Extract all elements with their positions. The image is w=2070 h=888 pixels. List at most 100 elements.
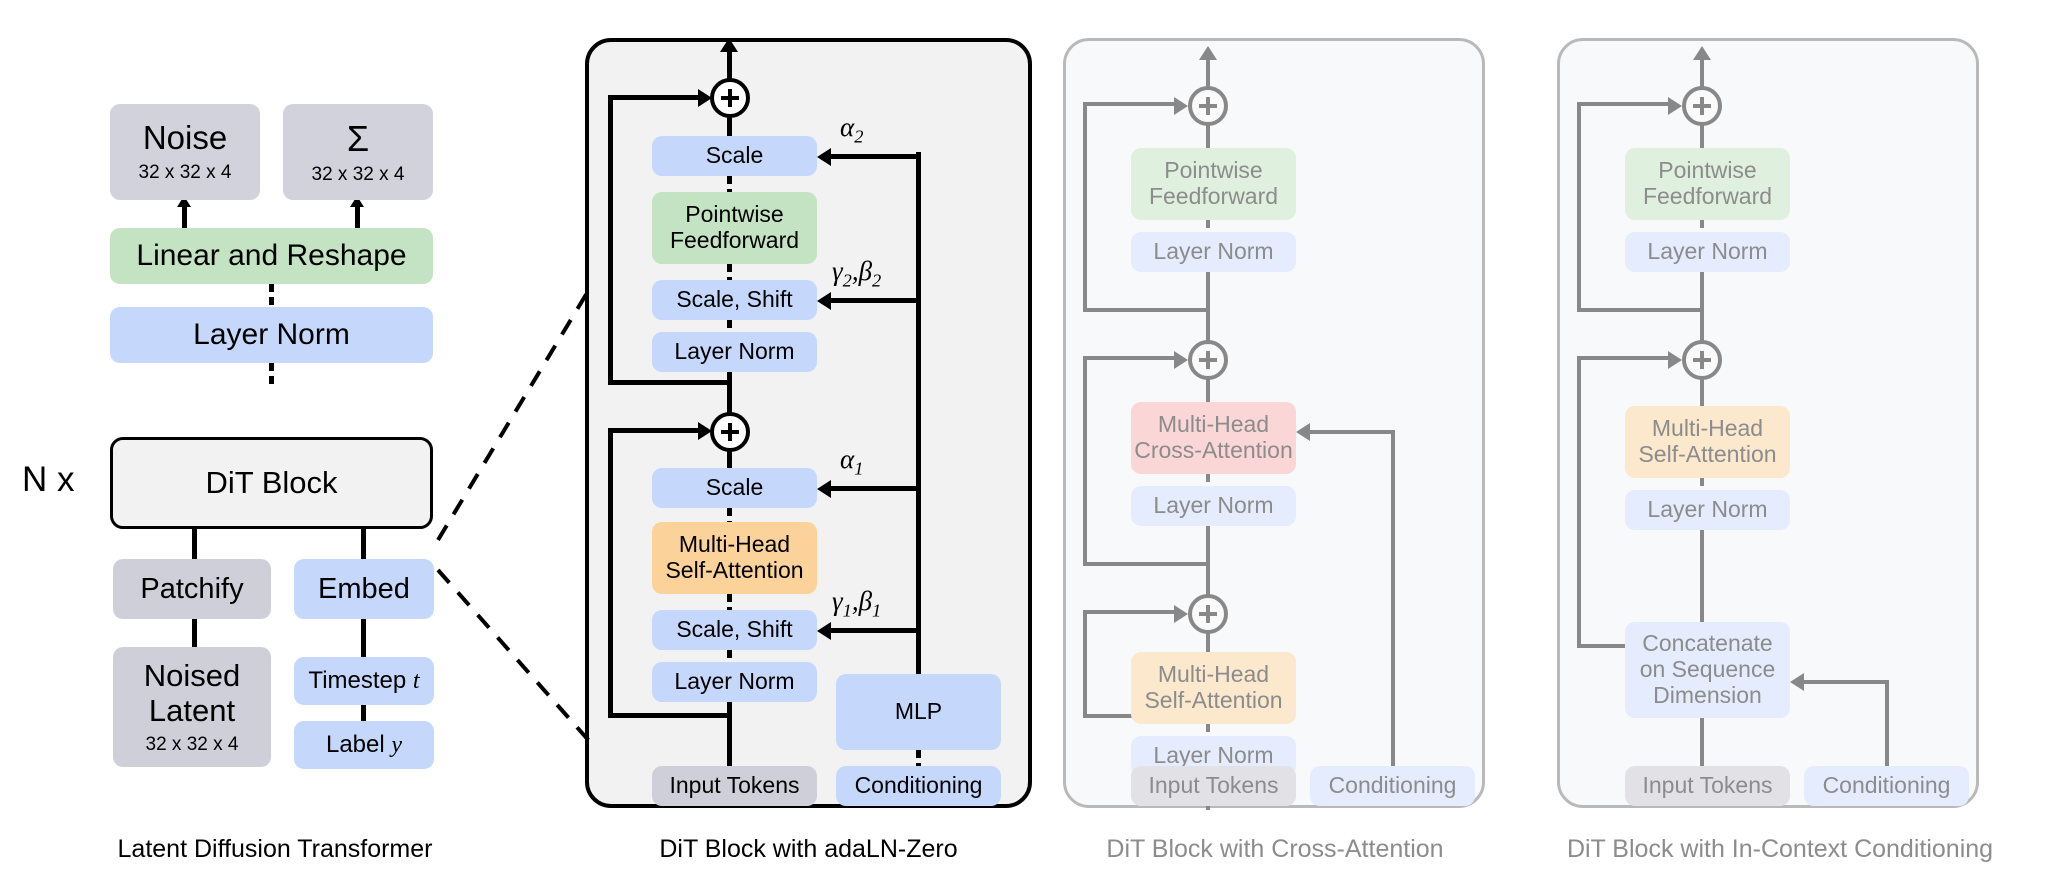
p4-residual2-arrowhead (1668, 351, 1682, 369)
p4-add-to-sattn (1700, 378, 1704, 406)
patchify-block: Patchify (113, 559, 271, 619)
p2-cond-bus-vertical (916, 152, 921, 674)
p4-add-top (1682, 86, 1722, 126)
pointwise-feedforward-block-p2: Pointwise Feedforward (652, 192, 817, 264)
layer-norm-mid-label-p4: Layer Norm (1647, 496, 1768, 523)
p2-arrow-gb2-line (830, 298, 920, 303)
p2-residual-bottom-arrowhead (698, 422, 712, 440)
embed-block: Embed (294, 559, 434, 619)
p3-add-mid (1188, 340, 1228, 380)
concat-line2-p4: on Sequence (1639, 656, 1776, 683)
p4-residual1-horizontal (1577, 102, 1670, 106)
p4-add-mid (1682, 340, 1722, 380)
scale-block-top: Scale (652, 136, 817, 176)
connector-dit-to-embed (361, 529, 366, 559)
p4-output-stem (1700, 58, 1704, 106)
input-tokens-block-p2: Input Tokens (652, 766, 817, 806)
p4-residual1-arrowhead (1668, 97, 1682, 115)
caption-panel4: DiT Block with In-Context Conditioning (1566, 835, 1994, 863)
conditioning-block-p3: Conditioning (1310, 766, 1475, 806)
arrowhead-sigma (350, 196, 364, 207)
gamma2-beta2-label: γ2,β2 (832, 256, 882, 291)
concat-line3-p4: Dimension (1653, 681, 1762, 708)
mhsa-line1-p4: Multi-Head (1651, 415, 1764, 442)
sigma-shape: 32 x 32 x 4 (311, 164, 405, 186)
p4-dash-ln-to-pff (1700, 220, 1704, 232)
scale-shift-bottom-label: Scale, Shift (676, 616, 793, 643)
conditioning-block-p4: Conditioning (1804, 766, 1969, 806)
p2-arrow-a1-line (830, 486, 920, 491)
gamma1-beta1-label: γ1,β1 (832, 586, 882, 621)
connector-dit-to-ln (269, 363, 274, 387)
scale-block-bottom: Scale (652, 468, 817, 508)
pointwise-feedforward-block-p4: Pointwise Feedforward (1625, 148, 1790, 220)
p3-residual2-horizontal (1083, 356, 1176, 360)
p2-residual-top-horizontal (608, 95, 700, 100)
p3-residual1-vertical (1083, 104, 1087, 312)
p4-residual1-join (1577, 308, 1702, 312)
input-tokens-label-p2: Input Tokens (669, 772, 800, 799)
multi-head-self-attention-block-p4: Multi-Head Self-Attention (1625, 406, 1790, 478)
dit-block-label-p1: DiT Block (205, 464, 338, 500)
p3-output-arrowhead (1199, 46, 1217, 60)
layer-norm-block-mid-p3: Layer Norm (1131, 486, 1296, 526)
mhxa-line2-p3: Cross-Attention (1134, 437, 1293, 463)
noise-block: Noise 32 x 32 x 4 (110, 104, 260, 200)
p2-output-arrowhead (720, 38, 738, 52)
label-y-label: Label y (325, 730, 403, 758)
alpha2-label: α2 (840, 112, 864, 147)
connector-embed-to-timestep (361, 619, 366, 657)
p3-add-to-pff (1206, 124, 1210, 148)
mhsa-line2-p3: Self-Attention (1144, 687, 1283, 713)
layer-norm-bottom-label-p2: Layer Norm (674, 668, 795, 695)
pff-line1-p2: Pointwise (685, 201, 784, 228)
layer-norm-block-bottom-p2: Layer Norm (652, 662, 817, 702)
p3-add-bottom (1188, 594, 1228, 634)
p2-dash-pff-to-scale (727, 176, 732, 192)
p2-arrow-a2-line (830, 154, 920, 159)
layer-norm-top-label-p2: Layer Norm (674, 338, 795, 365)
p3-residual1-horizontal (1083, 102, 1176, 106)
scale-shift-block-bottom: Scale, Shift (652, 610, 817, 650)
noised-latent-line1: Noised (143, 658, 241, 694)
p4-add-to-pff (1700, 124, 1704, 148)
repeat-count-label: N x (22, 460, 75, 499)
layer-norm-block-top-p2: Layer Norm (652, 332, 817, 372)
caption-panel1: Latent Diffusion Transformer (117, 835, 433, 863)
p2-residual-bottom-horizontal (608, 428, 700, 433)
dit-block-p1: DiT Block (110, 437, 433, 529)
connector-linear-to-sigma (355, 202, 360, 228)
p3-residual3-horizontal (1083, 610, 1176, 614)
p2-residual-top-vertical (608, 97, 613, 384)
mlp-label-p2: MLP (894, 698, 943, 725)
mhsa-line2-p2: Self-Attention (665, 557, 804, 583)
p2-add-to-scale-top (727, 116, 732, 136)
scale-bottom-label: Scale (705, 474, 764, 501)
connector-linear-to-noise (182, 202, 187, 228)
input-tokens-label-p3: Input Tokens (1148, 772, 1279, 799)
p3-residual1-join (1083, 308, 1208, 312)
p3-dash-ln-to-sattn (1206, 724, 1210, 736)
p2-output-stem (727, 50, 732, 98)
p2-residual-top-arrowhead (698, 89, 712, 107)
p3-cond-bus-horizontal (1310, 430, 1395, 434)
p4-cond-bus-horizontal (1804, 680, 1889, 684)
input-tokens-label-p4: Input Tokens (1642, 772, 1773, 799)
mlp-block-p2: MLP (836, 674, 1001, 750)
concatenate-block-p4: Concatenate on Sequence Dimension (1625, 622, 1790, 718)
p2-ln-top-stem (727, 372, 732, 418)
multi-head-cross-attention-block-p3: Multi-Head Cross-Attention (1131, 402, 1296, 474)
input-tokens-block-p3: Input Tokens (1131, 766, 1296, 806)
p2-arrow-gb1-head (817, 622, 831, 640)
p3-residual1-arrowhead (1174, 97, 1188, 115)
layer-norm-mid-label-p3: Layer Norm (1153, 492, 1274, 519)
conditioning-label-p2: Conditioning (854, 772, 983, 799)
p3-dash-ln-to-xattn (1206, 474, 1210, 486)
label-y-block: Label y (294, 721, 434, 769)
p2-dash-ln-to-ss-bottom (727, 650, 732, 662)
noise-shape: 32 x 32 x 4 (138, 162, 232, 184)
pff-line2-p3: Feedforward (1148, 183, 1279, 209)
mhsa-line2-p4: Self-Attention (1638, 441, 1777, 467)
p3-residual3-vertical (1083, 612, 1087, 718)
